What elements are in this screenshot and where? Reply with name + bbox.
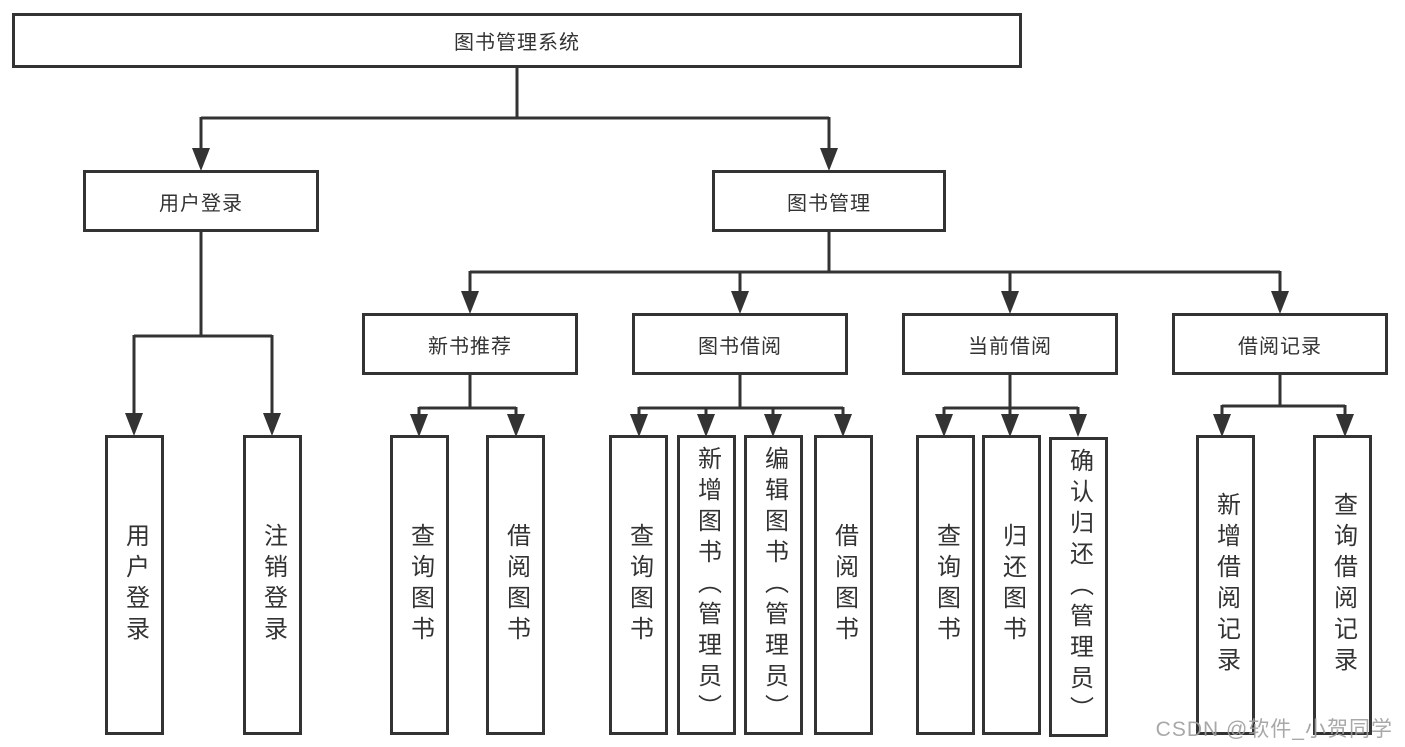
leaf-add-borrow-record-label: 新增借阅记录 xyxy=(1212,492,1240,678)
leaf-return-books: 归还图书 xyxy=(982,435,1041,735)
csdn-watermark: CSDN @软件_小贺同学 xyxy=(1155,718,1393,741)
leaf-borrow-books-1-label: 借阅图书 xyxy=(502,523,530,647)
node-book-management-label: 图书管理 xyxy=(787,192,871,215)
node-borrowing-records-label: 借阅记录 xyxy=(1238,335,1322,358)
leaf-borrow-books-1: 借阅图书 xyxy=(486,435,545,735)
arrowhead-icons xyxy=(125,148,1354,437)
leaf-confirm-return-admin-label: 确认归还（管理员） xyxy=(1065,447,1093,727)
node-book-borrowing: 图书借阅 xyxy=(632,313,848,375)
node-current-borrowing-label: 当前借阅 xyxy=(968,335,1052,358)
leaf-query-borrow-record: 查询借阅记录 xyxy=(1313,435,1372,735)
leaf-edit-books-admin-label: 编辑图书（管理员） xyxy=(760,445,788,725)
node-user-login: 用户登录 xyxy=(83,170,319,232)
leaf-query-books-2: 查询图书 xyxy=(609,435,668,735)
leaf-edit-books-admin: 编辑图书（管理员） xyxy=(744,435,803,735)
leaf-confirm-return-admin: 确认归还（管理员） xyxy=(1049,437,1108,737)
node-current-borrowing: 当前借阅 xyxy=(902,313,1118,375)
node-book-borrowing-label: 图书借阅 xyxy=(698,335,782,358)
leaf-logout-label: 注销登录 xyxy=(259,523,287,647)
leaf-user-login: 用户登录 xyxy=(105,435,164,735)
leaf-add-books-admin: 新增图书（管理员） xyxy=(677,435,736,735)
node-user-login-label: 用户登录 xyxy=(159,192,243,215)
leaf-query-books-1-label: 查询图书 xyxy=(406,523,434,647)
leaf-logout: 注销登录 xyxy=(243,435,302,735)
leaf-borrow-books-2: 借阅图书 xyxy=(814,435,873,735)
leaf-add-books-admin-label: 新增图书（管理员） xyxy=(693,445,721,725)
leaf-query-books-1: 查询图书 xyxy=(390,435,449,735)
leaf-return-books-label: 归还图书 xyxy=(998,523,1026,647)
leaf-user-login-label: 用户登录 xyxy=(121,523,149,647)
node-new-book-recommend: 新书推荐 xyxy=(362,313,578,375)
leaf-borrow-books-2-label: 借阅图书 xyxy=(830,523,858,647)
node-root-system-label: 图书管理系统 xyxy=(454,32,580,54)
leaf-add-borrow-record: 新增借阅记录 xyxy=(1196,435,1255,735)
node-borrowing-records: 借阅记录 xyxy=(1172,313,1388,375)
node-book-management: 图书管理 xyxy=(712,170,946,232)
leaf-query-borrow-record-label: 查询借阅记录 xyxy=(1329,492,1357,678)
leaf-query-books-3-label: 查询图书 xyxy=(932,523,960,647)
leaf-query-books-3: 查询图书 xyxy=(916,435,975,735)
node-new-book-recommend-label: 新书推荐 xyxy=(428,335,512,358)
node-root-system: 图书管理系统 xyxy=(12,13,1022,68)
leaf-query-books-2-label: 查询图书 xyxy=(625,523,653,647)
